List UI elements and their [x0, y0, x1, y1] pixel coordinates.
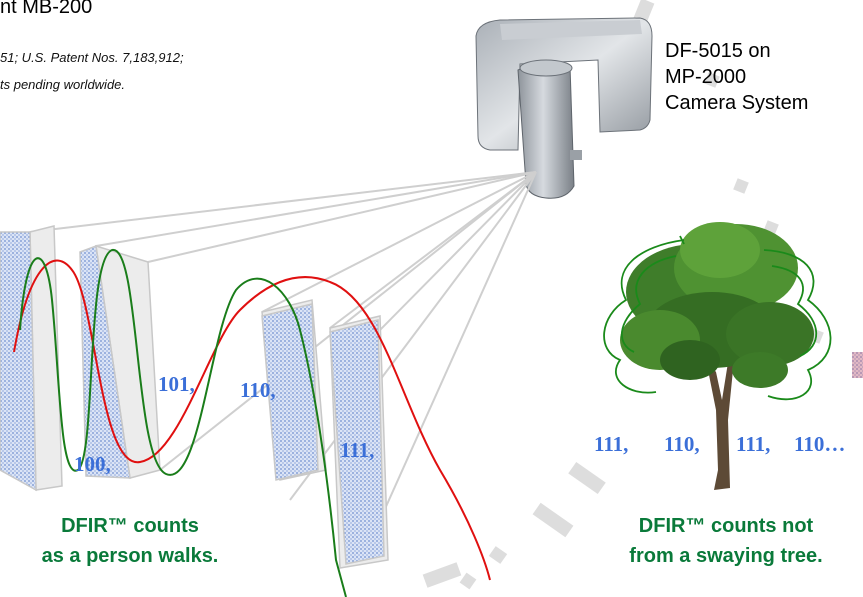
camera-label-line-3: Camera System	[665, 92, 809, 114]
edge-marker	[852, 352, 863, 378]
person-code-100: 100,	[74, 452, 111, 476]
green-wave	[19, 249, 347, 597]
tree-code-4: 110…	[794, 432, 846, 456]
person-code-111: 111,	[340, 438, 375, 462]
patent-line-1: 51; U.S. Patent Nos. 7,183,912;	[0, 50, 184, 65]
camera-label-line-2: MP-2000	[665, 66, 747, 88]
camera-rays	[29, 171, 537, 521]
tree-icon	[620, 222, 814, 490]
person-caption-line-2: as a person walks.	[41, 545, 219, 567]
camera-label-line-1: DF-5015 on	[665, 40, 771, 62]
tree-code-1: 111,	[594, 432, 629, 456]
tree-sway-lines	[603, 235, 832, 401]
person-code-110: 110,	[240, 378, 276, 402]
tree-code-3: 111,	[736, 432, 771, 456]
tree-code-2: 110,	[664, 432, 700, 456]
person-caption-line-1: DFIR™ counts	[61, 515, 199, 537]
tree-caption-line-1: DFIR™ counts not	[638, 515, 814, 537]
page-title-fragment: nt MB-200	[0, 0, 93, 18]
tree-caption-line-2: from a swaying tree.	[629, 545, 823, 567]
camera-icon	[475, 17, 653, 199]
patent-line-2: ts pending worldwide.	[0, 77, 126, 92]
red-wave	[13, 259, 491, 581]
person-code-101: 101,	[158, 372, 195, 396]
